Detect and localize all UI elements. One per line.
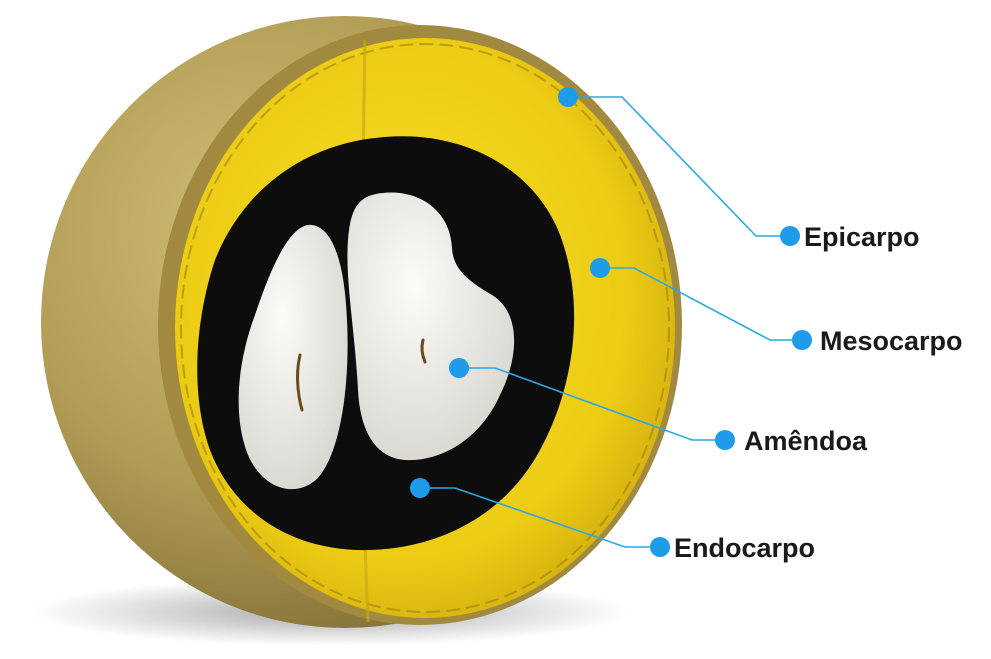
marker-dot-amendoa-end: [715, 430, 735, 450]
marker-dot-mesocarpo-end: [792, 330, 812, 350]
marker-dot-epicarpo-end: [780, 226, 800, 246]
label-amendoa: Amêndoa: [744, 426, 868, 456]
label-epicarpo: Epicarpo: [804, 222, 920, 252]
marker-dot-endocarpo-start: [410, 478, 430, 498]
marker-dot-epicarpo-start: [558, 87, 578, 107]
marker-dot-endocarpo-end: [650, 537, 670, 557]
label-endocarpo: Endocarpo: [674, 533, 815, 563]
marker-dot-amendoa-start: [449, 358, 469, 378]
marker-dot-mesocarpo-start: [590, 258, 610, 278]
label-mesocarpo: Mesocarpo: [820, 326, 963, 356]
